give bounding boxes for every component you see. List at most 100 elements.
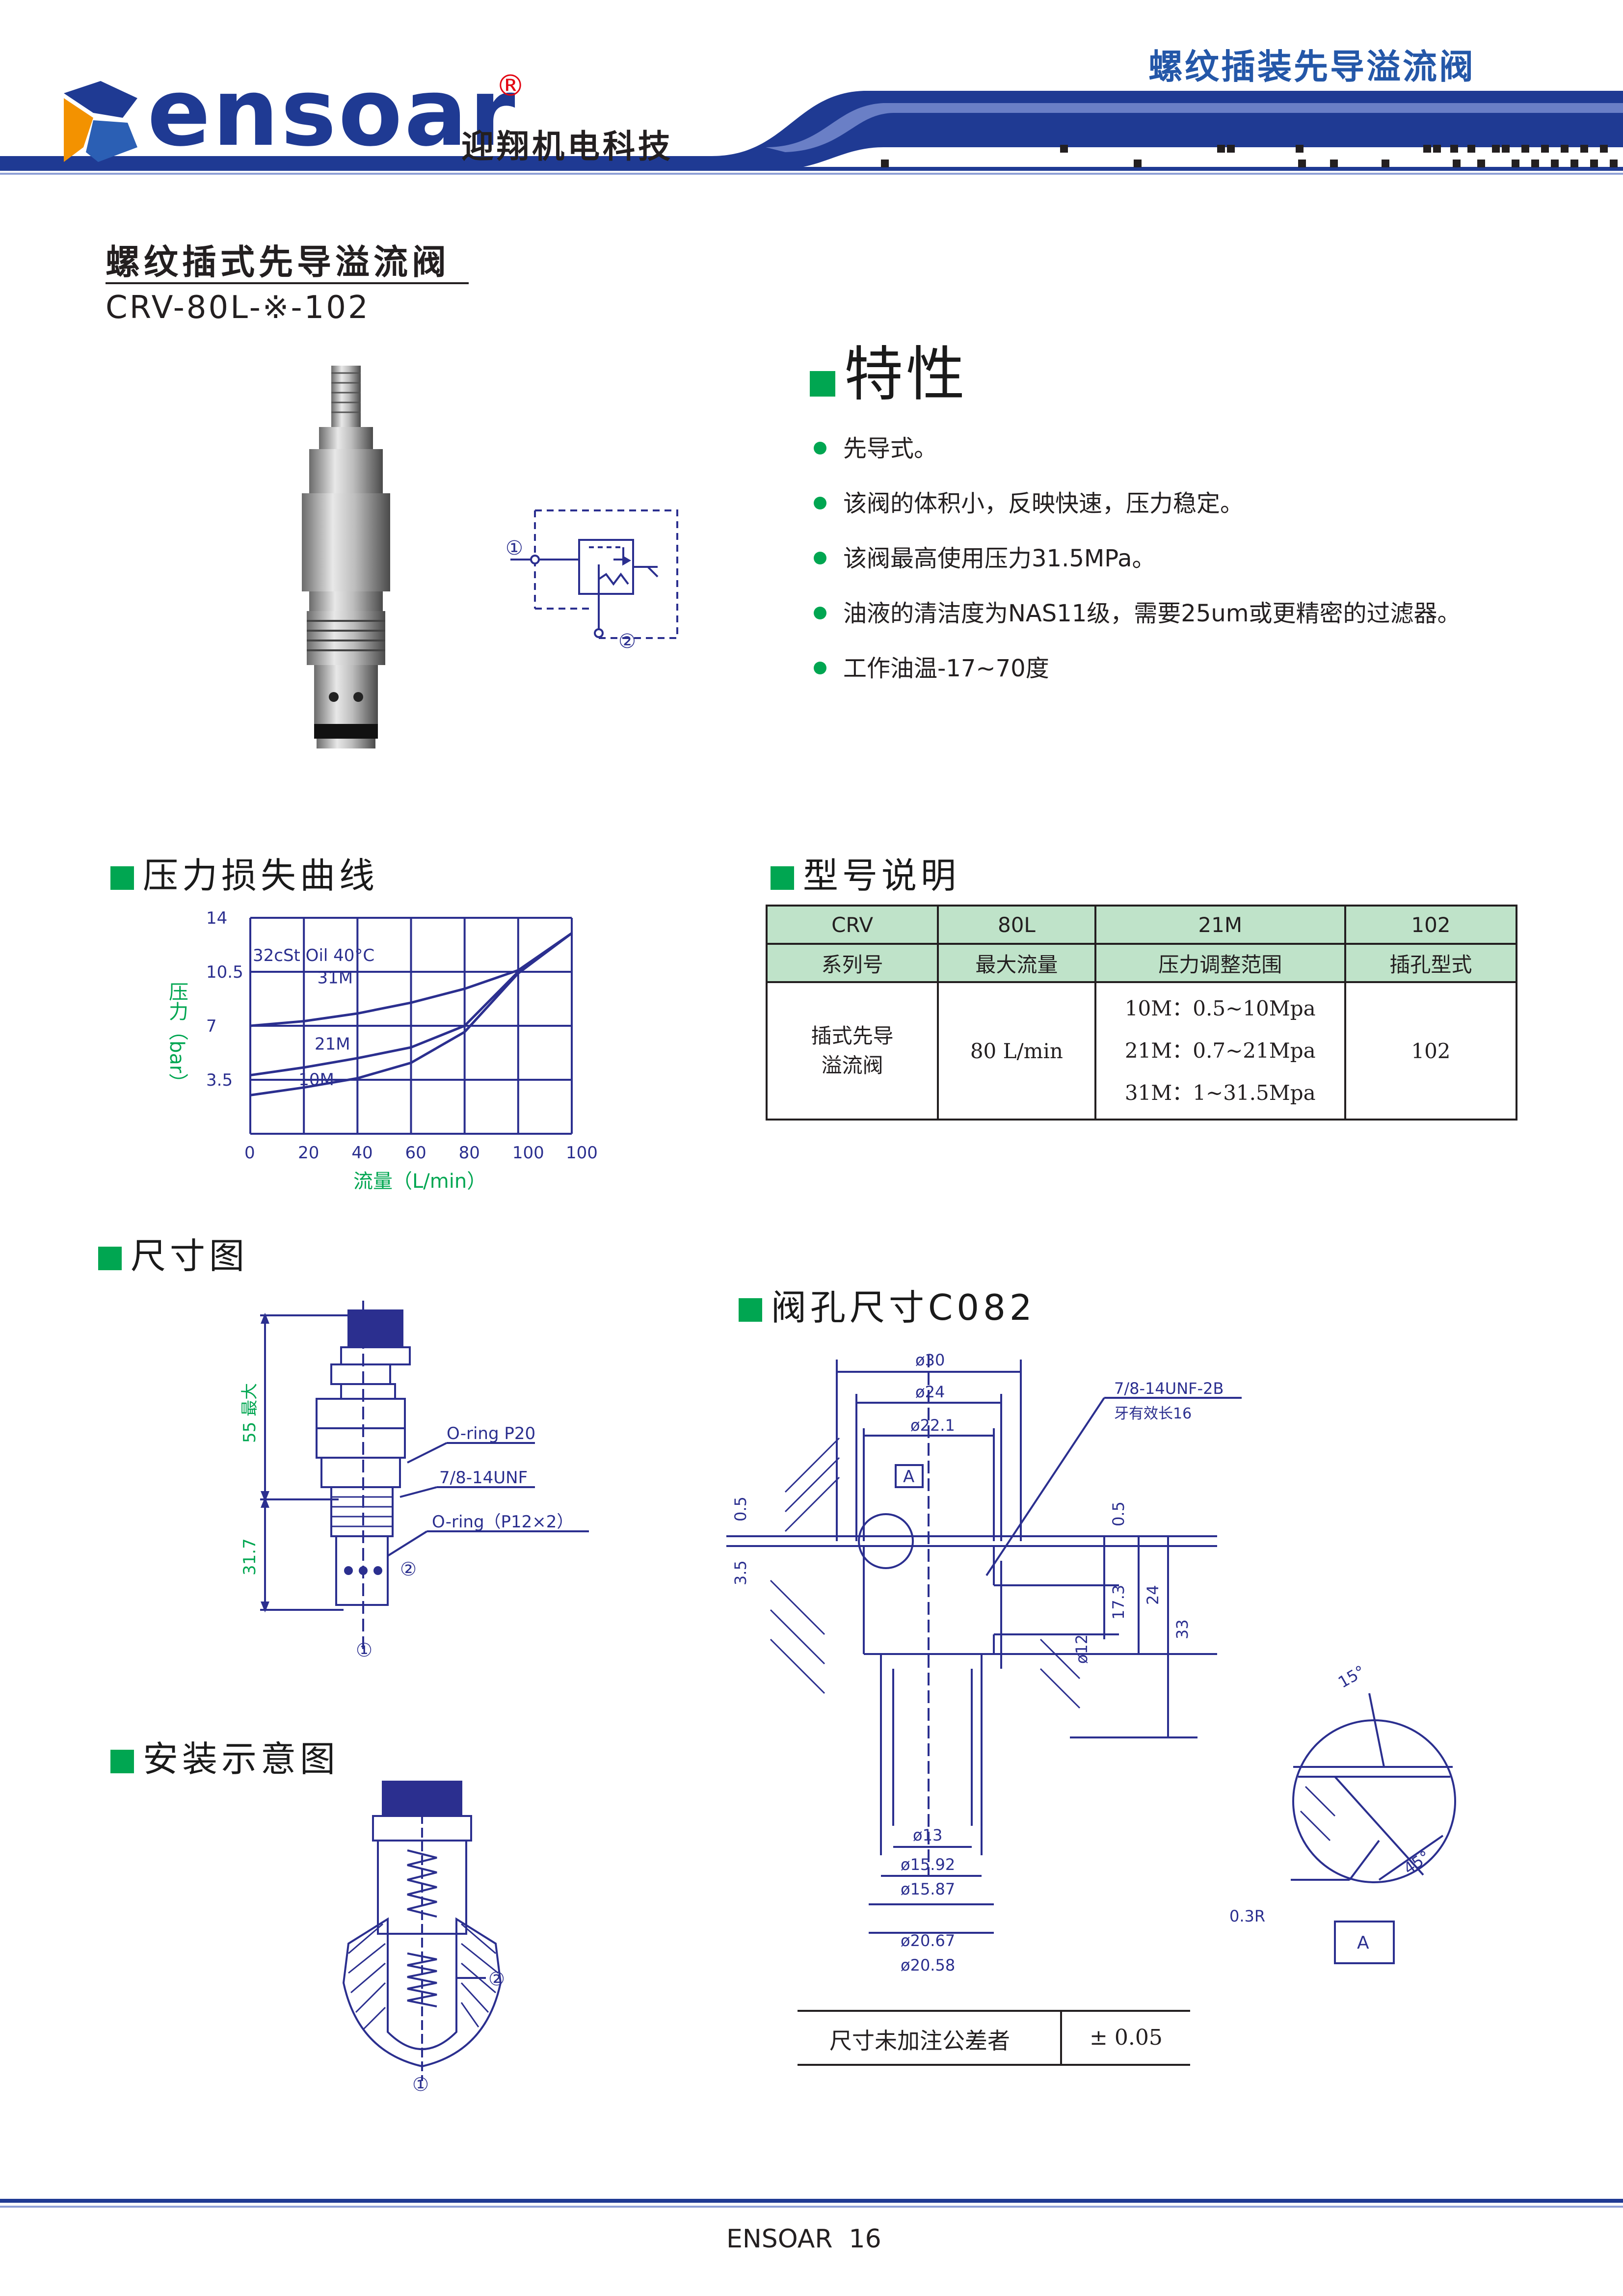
install-drawing: ② ① bbox=[342, 1781, 505, 2095]
feature-item: 先导式。 bbox=[814, 421, 1461, 476]
feature-item: 油液的清洁度为NAS11级，需要25um或更精密的过滤器。 bbox=[814, 586, 1461, 641]
dim-d15-92: ø15.92 bbox=[901, 1855, 955, 1874]
ref-a: A bbox=[903, 1467, 914, 1487]
label-cavity: 插孔型式 bbox=[1344, 943, 1518, 983]
dim-d13: ø13 bbox=[913, 1826, 942, 1844]
dimension-drawing: 55 最大 31.7 O-ring P20 7/8-14UNF O-ring（P… bbox=[240, 1301, 589, 1661]
label-series: 系列号 bbox=[765, 943, 939, 983]
code-pressure: 21M bbox=[1094, 905, 1346, 945]
dim-d15-87: ø15.87 bbox=[901, 1880, 955, 1898]
label-flow: 最大流量 bbox=[937, 943, 1096, 983]
dim-31-7: 31.7 bbox=[240, 1538, 260, 1575]
code-cavity: 102 bbox=[1344, 905, 1518, 945]
chart-x-tick: 100 bbox=[512, 1143, 544, 1163]
tolerance-value: ± 0.05 bbox=[1090, 2025, 1163, 2050]
tolerance-divider bbox=[1060, 2012, 1062, 2064]
footer-rule-light bbox=[0, 2206, 1623, 2208]
symbol-port1: ① bbox=[506, 537, 523, 560]
value-cavity: 102 bbox=[1344, 981, 1518, 1121]
chart-series-line bbox=[250, 932, 573, 1027]
dim-d22-1: ø22.1 bbox=[910, 1416, 955, 1435]
footer-page: ENSOAR 16 bbox=[726, 2224, 881, 2254]
install-port1: ① bbox=[412, 2074, 429, 2095]
pressure-loss-chart: 0 20 40 60 80 100 100 14 10.5 7 3.5 31M 21M 10M 32cSt… bbox=[165, 908, 598, 1193]
chart-series-line bbox=[250, 932, 573, 1096]
code-flow: 80L bbox=[937, 905, 1096, 945]
feature-item: 该阀最高使用压力31.5MPa。 bbox=[814, 531, 1461, 586]
chart-ylabel: 压力（bar） bbox=[165, 982, 188, 1093]
pressure-curve-title: 压力损失曲线 bbox=[110, 847, 378, 898]
cavity-title: 阀孔尺寸C082 bbox=[739, 1279, 1036, 1330]
angle-45: 45° bbox=[1400, 1847, 1434, 1878]
chart-series-label: 21M bbox=[315, 1035, 350, 1054]
title-underline bbox=[106, 282, 469, 284]
chart-y-tick: 7 bbox=[206, 1016, 217, 1036]
features-title-text: 特性 bbox=[844, 341, 968, 409]
tolerance-top-rule bbox=[798, 2010, 1190, 2012]
label-oring-p12: O-ring（P12×2） bbox=[432, 1512, 573, 1532]
dim-d20-67: ø20.67 bbox=[901, 1931, 955, 1950]
product-model: CRV-80L-※-102 bbox=[106, 290, 370, 326]
dim-thread-note: 牙有效长16 bbox=[1114, 1405, 1192, 1422]
dim-thread: 7/8-14UNF-2B bbox=[1114, 1379, 1224, 1398]
value-ranges: 10M：0.5~10Mpa 21M：0.7~21Mpa 31M：1~31.5Mp… bbox=[1094, 981, 1346, 1121]
symbol-port2: ② bbox=[618, 630, 636, 653]
label-port2: ② bbox=[400, 1558, 417, 1580]
code-series: CRV bbox=[765, 905, 939, 945]
chart-y-tick: 10.5 bbox=[206, 962, 243, 982]
chart-xlabel: 流量（L/min） bbox=[353, 1170, 486, 1193]
detail-a: A bbox=[1357, 1933, 1369, 1953]
dim-33: 33 bbox=[1173, 1619, 1192, 1639]
label-oring-p20: O-ring P20 bbox=[447, 1424, 535, 1443]
logo-wordmark: ensoar bbox=[147, 58, 517, 167]
label-port1: ① bbox=[356, 1639, 372, 1661]
chart-y-tick: 14 bbox=[206, 908, 227, 928]
chart-x-tick: 60 bbox=[405, 1143, 426, 1163]
tolerance-bottom-rule bbox=[798, 2064, 1190, 2066]
label-pressure: 压力调整范围 bbox=[1094, 943, 1346, 983]
dim-0-5b: 0.5 bbox=[1109, 1501, 1128, 1526]
dim-d24: ø24 bbox=[915, 1383, 945, 1401]
dim-24: 24 bbox=[1144, 1585, 1162, 1605]
chart-x-tick: 80 bbox=[459, 1143, 480, 1163]
features-title: 特性 bbox=[810, 326, 968, 412]
dim-d20-58: ø20.58 bbox=[901, 1956, 955, 1975]
footer-rule bbox=[0, 2199, 1623, 2203]
angle-15: 15° bbox=[1335, 1662, 1368, 1692]
model-table-title: 型号说明 bbox=[771, 847, 960, 898]
bullet-square bbox=[810, 371, 835, 397]
chart-note: 32cSt Oil 40°C bbox=[253, 946, 374, 965]
chart-series-label: 10M bbox=[298, 1070, 334, 1090]
cavity-drawing: ø30 ø24 ø22.1 7/8-14UNF-2B 牙有效长16 A 0.5 … bbox=[726, 1351, 1456, 1975]
chart-series-label: 31M bbox=[317, 968, 353, 988]
value-series: 插式先导 溢流阀 bbox=[765, 981, 939, 1121]
chart-x-tick: 40 bbox=[351, 1143, 372, 1163]
company-name: 迎翔机电科技 bbox=[461, 128, 673, 165]
header-banner bbox=[0, 81, 1623, 175]
features-list: 先导式。 该阀的体积小，反映快速，压力稳定。 该阀最高使用压力31.5MPa。 … bbox=[814, 421, 1461, 696]
dim-d12: ø12 bbox=[1072, 1634, 1091, 1664]
install-title: 安装示意图 bbox=[110, 1730, 339, 1782]
registered-mark: ® bbox=[496, 69, 525, 103]
feature-item: 该阀的体积小，反映快速，压力稳定。 bbox=[814, 476, 1461, 531]
label-thread: 7/8-14UNF bbox=[439, 1468, 528, 1488]
dim-55: 55 最大 bbox=[240, 1383, 260, 1443]
logo-emblem bbox=[64, 81, 137, 162]
install-port2: ② bbox=[488, 1968, 505, 1990]
category-title: 螺纹插装先导溢流阀 bbox=[1148, 47, 1475, 87]
chart-x-tick: 20 bbox=[298, 1143, 319, 1163]
chart-x-tick: 0 bbox=[244, 1143, 255, 1163]
product-photo bbox=[302, 366, 390, 748]
value-flow: 80 L/min bbox=[937, 981, 1096, 1121]
hydraulic-symbol: ① ② bbox=[506, 509, 678, 653]
dim-d30: ø30 bbox=[915, 1351, 945, 1369]
product-name: 螺纹插式先导溢流阀 bbox=[106, 242, 450, 282]
dot-pattern bbox=[881, 145, 1618, 167]
dim-3-5: 3.5 bbox=[731, 1560, 750, 1585]
chart-x-tick: 100 bbox=[566, 1143, 598, 1163]
dim-17-3: 17.3 bbox=[1109, 1585, 1128, 1620]
chart-y-tick: 3.5 bbox=[206, 1070, 233, 1090]
model-table: CRV 80L 21M 102 系列号 最大流量 压力调整范围 插孔型式 插式先… bbox=[765, 905, 1518, 1121]
dim-0-5a: 0.5 bbox=[731, 1496, 750, 1522]
tolerance-label: 尺寸未加注公差者 bbox=[829, 2028, 1010, 2054]
